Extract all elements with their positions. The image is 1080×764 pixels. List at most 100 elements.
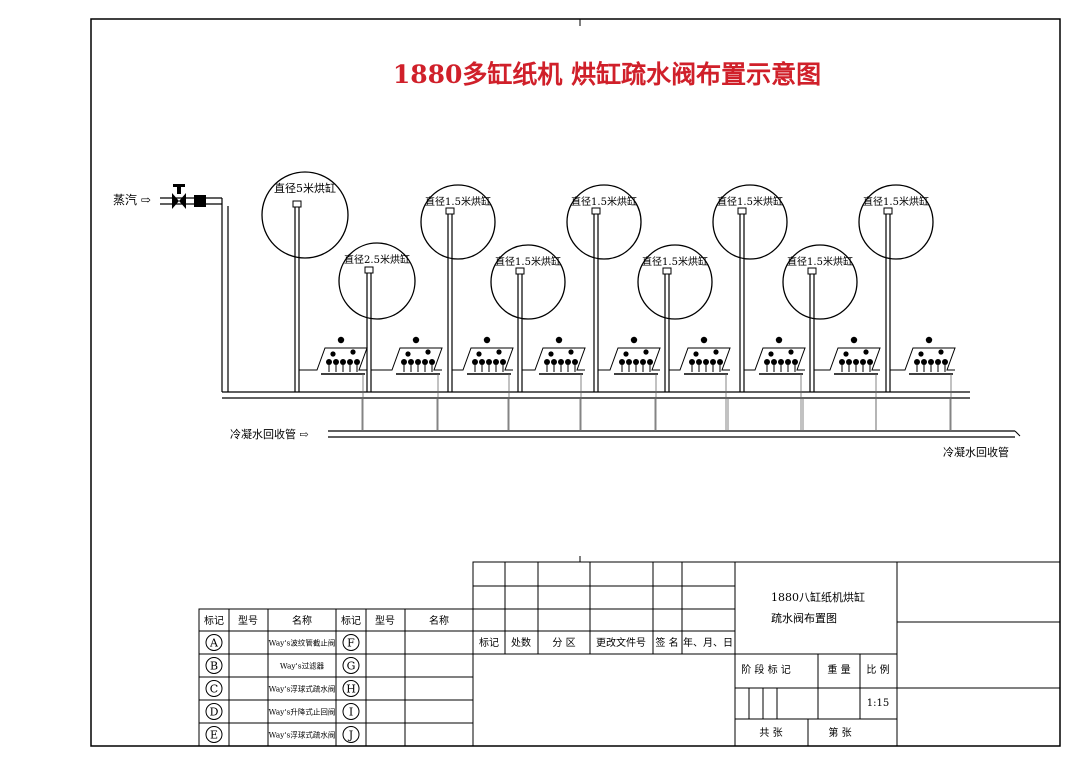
trap-valve-icon xyxy=(551,359,557,365)
dryer-cylinder-label: 直径1.5米烘缸 xyxy=(425,195,491,208)
scale-label: 比 例 xyxy=(866,663,889,676)
legend-mark-badge xyxy=(205,726,223,743)
trap-station-9 xyxy=(890,336,956,431)
trap-station-3 xyxy=(452,336,514,431)
trap-valve-icon xyxy=(703,359,709,365)
revision-headers: 标记 处数 分 区 更改文件号 签 名 年、月、日 xyxy=(479,636,733,649)
trap-bypass-line xyxy=(890,347,956,371)
dryer-cylinder-label: 直径1.5米烘缸 xyxy=(642,255,708,268)
legend-mark-badge xyxy=(205,680,223,697)
isolation-valve-icon xyxy=(925,336,933,344)
revision-header-signature: 签 名 xyxy=(655,636,678,649)
trap-valve-icon xyxy=(860,359,866,365)
legend-mark-badge-2 xyxy=(342,680,360,697)
legend-mark: C xyxy=(210,683,218,696)
trap-valve-icon xyxy=(853,359,859,365)
gate-valve-icon xyxy=(172,193,186,209)
trap-valve-icon xyxy=(429,359,435,365)
check-valve-icon xyxy=(350,349,356,355)
isolation-valve-icon xyxy=(775,336,783,344)
legend-header-model-2: 型号 xyxy=(375,614,395,627)
dryer-cylinder-1: 直径5米烘缸 xyxy=(261,171,368,431)
revision-header-count: 处数 xyxy=(511,636,531,649)
legend-header-model: 型号 xyxy=(238,614,258,627)
trap-valve-icon xyxy=(415,359,421,365)
drawing-title-line2: 疏水阀布置图 xyxy=(771,611,837,625)
trap-bypass-line xyxy=(598,347,661,371)
strainer-valve-icon xyxy=(918,351,924,357)
legend-mark-2: H xyxy=(346,683,356,696)
check-valve-icon xyxy=(496,349,502,355)
steam-joint-icon xyxy=(883,207,893,215)
trap-valve-icon xyxy=(689,359,695,365)
strainer-icon xyxy=(194,195,206,207)
legend-header-mark: 标记 xyxy=(204,615,224,627)
revision-header-zone: 分 区 xyxy=(552,637,575,649)
legend-mark: B xyxy=(210,660,218,673)
dryer-cylinder-label: 直径1.5米烘缸 xyxy=(863,195,929,208)
legend-mark-badge xyxy=(205,634,223,651)
isolation-valve-icon xyxy=(850,336,858,344)
strainer-valve-icon xyxy=(843,351,849,357)
stage-mark-label: 阶 段 标 记 xyxy=(741,663,791,676)
legend-mark-badge-2 xyxy=(342,634,360,651)
legend-headers: 标记 型号 名称 标记 型号 名称 xyxy=(204,614,449,627)
trap-station-1 xyxy=(299,336,368,431)
trap-valve-icon xyxy=(486,359,492,365)
legend-header-name: 名称 xyxy=(292,614,312,627)
trap-valve-icon xyxy=(846,359,852,365)
trap-bypass-line xyxy=(522,347,586,371)
dryer-cylinder-outline xyxy=(712,184,788,260)
trap-bypass-line xyxy=(669,347,731,371)
legend-mark: A xyxy=(209,637,219,650)
trap-valve-icon xyxy=(565,359,571,365)
trap-valve-icon xyxy=(633,359,639,365)
dryer-cylinder-6: 直径1.5米烘缸 xyxy=(637,244,731,431)
strainer-valve-icon xyxy=(405,351,411,357)
trap-valve-icon xyxy=(558,359,564,365)
trap-valve-icon xyxy=(500,359,506,365)
dryer-cylinders: 直径5米烘缸直径2.5米烘缸直径1.5米烘缸直径1.5米烘缸直径1.5米烘缸直径… xyxy=(261,171,956,431)
trap-station-6 xyxy=(669,336,731,431)
check-valve-icon xyxy=(713,349,719,355)
trap-station-7 xyxy=(744,336,806,431)
isolation-valve-icon xyxy=(483,336,491,344)
steam-joint-icon xyxy=(292,200,302,208)
strainer-valve-icon xyxy=(693,351,699,357)
trap-bypass-line xyxy=(744,347,806,371)
trap-valve-icon xyxy=(640,359,646,365)
check-valve-icon xyxy=(788,349,794,355)
trap-valve-icon xyxy=(626,359,632,365)
legend-mark-badge-2 xyxy=(342,726,360,743)
legend-mark-2: G xyxy=(347,660,356,673)
strainer-valve-icon xyxy=(548,351,554,357)
title-block xyxy=(472,561,1061,747)
trap-bypass-line xyxy=(814,347,881,371)
revision-header-mark: 标记 xyxy=(479,637,499,649)
legend-mark-2: F xyxy=(347,637,355,650)
trap-valve-icon xyxy=(867,359,873,365)
legend-mark: E xyxy=(210,729,218,742)
strainer-valve-icon xyxy=(476,351,482,357)
dryer-cylinder-label: 直径5米烘缸 xyxy=(274,181,336,195)
valve-handwheel xyxy=(173,184,185,187)
legend-mark-badge xyxy=(205,657,223,674)
scale-value: 1:15 xyxy=(867,698,889,709)
steam-joint-icon xyxy=(591,207,601,215)
trap-valve-icon xyxy=(717,359,723,365)
isolation-valve-icon xyxy=(555,336,563,344)
trap-valve-icon xyxy=(785,359,791,365)
trap-station-8 xyxy=(814,336,881,431)
dryer-cylinder-outline xyxy=(637,244,713,320)
diagram-title: 1880多缸纸机 烘缸疏水阀布置示意图 xyxy=(393,60,821,89)
trap-valve-icon xyxy=(572,359,578,365)
legend-header-name-2: 名称 xyxy=(429,614,449,627)
drawing-title-line1: 1880八缸纸机烘缸 xyxy=(771,590,865,604)
trap-bypass-line xyxy=(371,347,443,371)
trap-valve-icon xyxy=(333,359,339,365)
trap-valve-icon xyxy=(792,359,798,365)
sheet-number-label: 第 张 xyxy=(828,726,851,739)
